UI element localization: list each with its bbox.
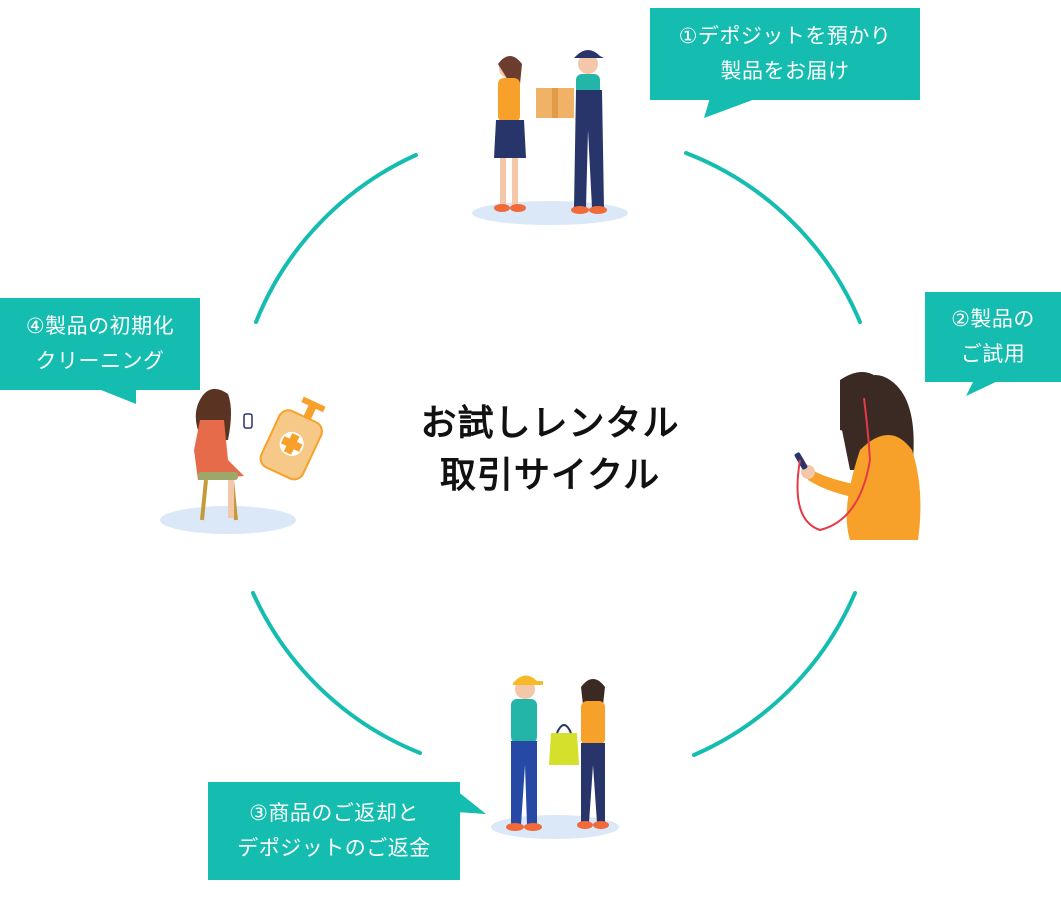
step4-callout-tail (96, 388, 136, 404)
step2-callout-tail (966, 380, 1000, 396)
center-title: お試しレンタル 取引サイクル (380, 398, 720, 502)
delivery-handover-illustration (472, 50, 628, 225)
center-title-line2: 取引サイクル (439, 455, 661, 496)
step1-callout: ①デポジットを預かり 製品をお届け (650, 8, 920, 100)
woman-sanitizing-illustration (160, 388, 326, 534)
ring-arc-bottom-left (251, 591, 422, 755)
step1-line2: 製品をお届け (720, 59, 850, 83)
step4-callout: ④製品の初期化 クリーニング (0, 298, 200, 390)
step3-line2: デポジットのご返金 (237, 836, 431, 860)
ring-arc-top-left (254, 153, 418, 324)
step3-callout-tail (456, 790, 486, 814)
woman-using-device-illustration (794, 372, 921, 540)
step3-callout: ③商品のご返却と デポジットのご返金 (208, 782, 460, 880)
step4-line1: ④製品の初期化 (25, 314, 175, 338)
center-title-line1: お試しレンタル (420, 403, 680, 444)
step3-line1: ③商品のご返却と (249, 801, 419, 825)
step1-callout-tail (704, 98, 758, 118)
step4-line2: クリーニング (35, 349, 165, 373)
courier-pickup-illustration (491, 675, 619, 839)
step2-line1: ②製品の (951, 307, 1035, 331)
ring-arc-bottom-right (692, 591, 857, 757)
ring-arc-top-right (684, 151, 862, 324)
step2-callout: ②製品の ご試用 (925, 292, 1061, 382)
step2-line2: ご試用 (960, 342, 1026, 366)
step1-line1: ①デポジットを預かり (678, 24, 892, 48)
